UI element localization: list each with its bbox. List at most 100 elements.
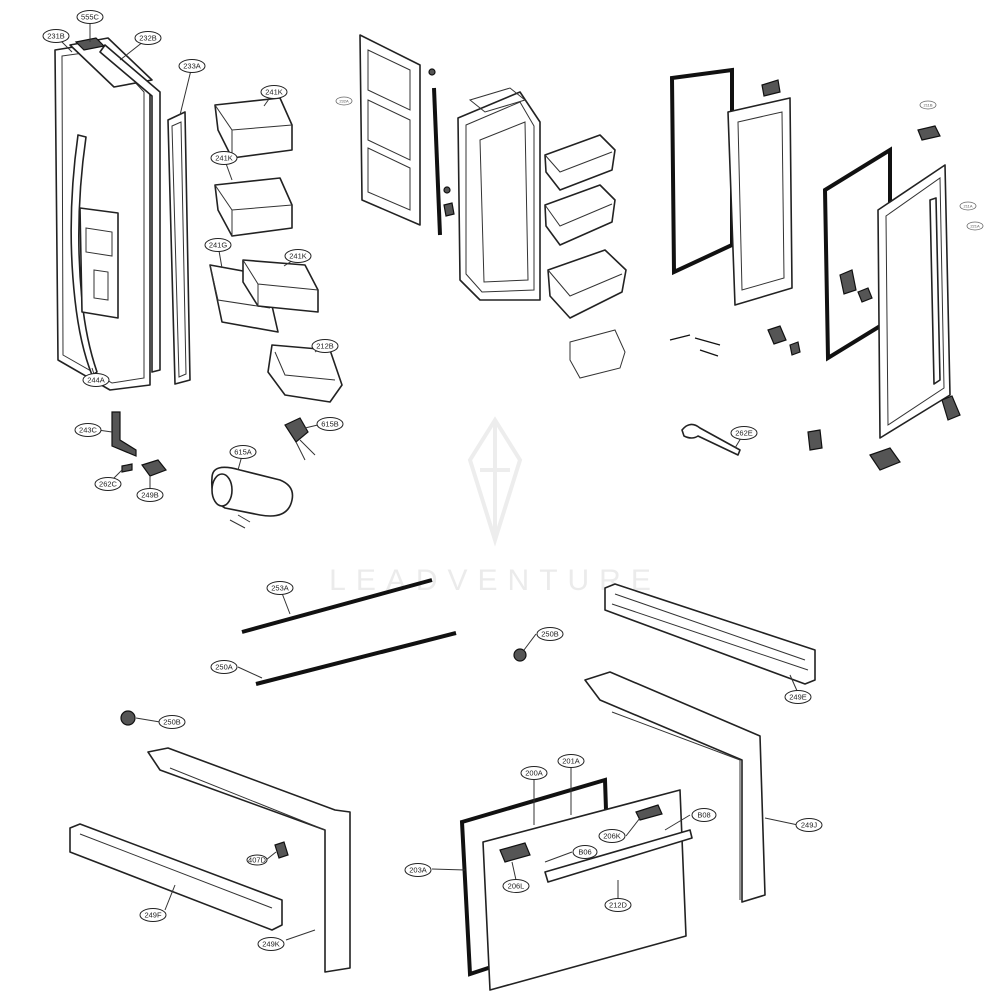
svg-text:407D: 407D [248, 856, 267, 865]
callout-615B: 615B [316, 417, 344, 431]
gear-250B-2 [120, 710, 136, 726]
svg-text:241K: 241K [215, 154, 233, 163]
callout-250B-1: 250B [536, 627, 564, 641]
svg-text:250A: 250A [215, 663, 233, 672]
callout-249B: 249B [136, 488, 164, 502]
door-liner-center [457, 91, 541, 301]
svg-text:200A: 200A [525, 769, 543, 778]
callout-555C: 555C [76, 10, 104, 24]
svg-text:249F: 249F [144, 911, 162, 920]
svg-text:206K: 206K [603, 832, 621, 841]
svg-text:615A: 615A [234, 448, 252, 457]
rail-250A [255, 631, 457, 686]
callout-B06: B06 [572, 845, 598, 859]
center-bin-2 [544, 184, 616, 246]
svg-text:221A: 221A [970, 224, 980, 229]
svg-text:231B: 231B [47, 32, 65, 41]
svg-text:253A: 253A [271, 584, 289, 593]
gasket-right [669, 67, 734, 276]
dispenser-recess [79, 207, 119, 319]
door-frame-center [359, 34, 421, 226]
callout-212B: 212B [311, 339, 339, 353]
door-bins-left [209, 97, 343, 403]
svg-text:212B: 212B [316, 342, 334, 351]
svg-text:241K: 241K [265, 88, 283, 97]
svg-text:249E: 249E [789, 693, 807, 702]
watermark: LEADVENTURE [329, 416, 651, 597]
svg-text:555C: 555C [81, 13, 100, 22]
callout-241K-2: 241K [210, 151, 238, 165]
clip-407D [274, 841, 289, 859]
svg-text:B08: B08 [697, 811, 710, 820]
watermark-logo-icon [467, 416, 523, 547]
right-door-assembly [669, 67, 961, 471]
bin-212B [267, 344, 343, 403]
rail-253A [241, 578, 433, 634]
door-panel-right [877, 164, 951, 439]
small-clear-bin [569, 329, 626, 379]
svg-text:201A: 201A [562, 757, 580, 766]
svg-text:203A: 203A [409, 866, 427, 875]
callout-249J: 249J [795, 818, 823, 832]
rail-assembly-249E [604, 583, 816, 685]
callout-249F: 249F [139, 908, 167, 922]
handle-cap-206L [499, 842, 531, 863]
handle-cap-206K [635, 804, 663, 821]
gear-250B-1 [513, 648, 527, 662]
callout-407D: 407D [246, 854, 268, 866]
slide-rail-249F [69, 823, 283, 931]
callout-241K-1: 241K [260, 85, 288, 99]
callout-206L: 206L [502, 879, 530, 893]
valve-615B [284, 417, 309, 443]
svg-text:244A: 244A [87, 376, 105, 385]
callout-206K: 206K [598, 829, 626, 843]
callout-231B: 231B [42, 29, 70, 43]
top-hinge-cap [74, 37, 106, 51]
callout-249K: 249K [257, 937, 285, 951]
callout-250A: 250A [210, 660, 238, 674]
door-gasket-232B [99, 44, 161, 373]
screw-262C [121, 463, 133, 473]
callout-212D: 212D [604, 898, 632, 912]
callout-232A: 232A [335, 96, 353, 106]
center-bin-1 [544, 134, 616, 191]
lower-left-small-parts [111, 411, 316, 529]
door-bin-241K-2 [214, 177, 293, 237]
bracket-243C [111, 411, 137, 457]
svg-text:232A: 232A [339, 99, 349, 104]
callout-250B-2: 250B [158, 715, 186, 729]
svg-text:233A: 233A [183, 62, 201, 71]
svg-text:250B: 250B [163, 718, 181, 727]
svg-text:241G: 241G [209, 241, 228, 250]
svg-text:262E: 262E [735, 429, 753, 438]
callout-233A: 233A [178, 59, 206, 73]
callout-211A: 211A [959, 201, 977, 211]
svg-text:B06: B06 [578, 848, 591, 857]
hinge-249B [141, 459, 167, 477]
svg-text:212D: 212D [609, 901, 628, 910]
callout-253A: 253A [266, 581, 294, 595]
side-bracket-left-249K [147, 747, 351, 973]
callout-211B: 211B [919, 100, 937, 110]
hinge-parts-right [839, 269, 873, 303]
svg-text:206L: 206L [508, 882, 525, 891]
callout-232B: 232B [134, 31, 162, 45]
callout-244A: 244A [82, 373, 110, 387]
svg-text:249J: 249J [801, 821, 818, 830]
svg-text:615B: 615B [321, 420, 339, 429]
callout-201A: 201A [557, 754, 585, 768]
callouts: 231B 555C 232B 233A 244A 241K 241K 241G … [42, 10, 984, 951]
svg-text:249K: 249K [262, 940, 280, 949]
callout-200A: 200A [520, 766, 548, 780]
drawer-assembly [69, 578, 816, 991]
callout-615A: 615A [229, 445, 257, 459]
svg-text:211B: 211B [923, 103, 932, 108]
callout-241K-3: 241K [284, 249, 312, 263]
callout-241G: 241G [204, 238, 232, 252]
callout-249E: 249E [784, 690, 812, 704]
drawer-handle-212D [544, 829, 693, 883]
wrench-tool [681, 423, 741, 456]
door-liner-233A [167, 111, 191, 385]
svg-text:249B: 249B [141, 491, 159, 500]
